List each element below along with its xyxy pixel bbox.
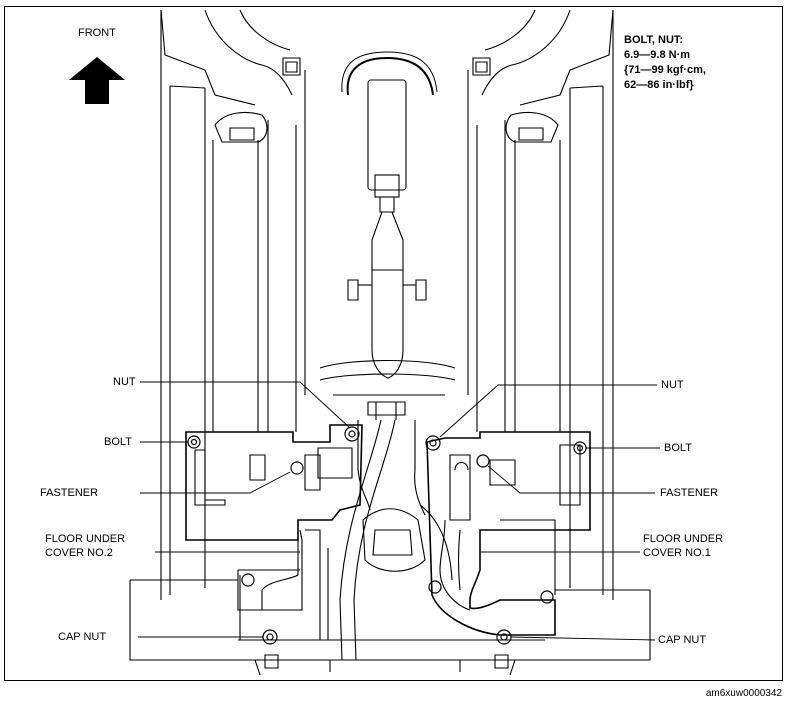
cap-nut-left-label: CAP NUT (58, 631, 107, 643)
floor-under-cover-no1-label-line2: COVER NO.1 (643, 547, 711, 559)
floor-tunnel (333, 394, 453, 581)
bolt-left-label: BOLT (104, 436, 132, 448)
bolt-right-label: BOLT (664, 442, 692, 454)
nut-left-icon (344, 426, 360, 442)
torque-spec-kgf: {71—99 kgf·cm, (624, 64, 706, 76)
torque-spec-title: BOLT, NUT: (624, 34, 684, 46)
lower-bolt-right-icon (540, 590, 554, 604)
exhaust-system (319, 51, 456, 661)
lower-bolt-center-icon (428, 580, 442, 594)
fastener-left-icon (290, 461, 304, 475)
leader-lines (138, 381, 660, 641)
fastener-right-icon (476, 454, 490, 468)
nut-right-icon (425, 435, 441, 451)
diagram-frame (4, 6, 783, 681)
floor-under-cover-no1-label-line1: FLOOR UNDER (643, 533, 724, 545)
torque-spec-inlbf: 62—86 in·lbf} (624, 79, 694, 91)
nut-right-label: NUT (661, 379, 684, 391)
cap-nut-left-icon (262, 629, 278, 645)
front-arrow-icon (69, 57, 125, 104)
lower-bolt-left-icon (241, 573, 255, 587)
torque-spec-nm: 6.9—9.8 N·m (624, 49, 691, 61)
rear-crossmember (129, 579, 651, 676)
left-upper-mount (214, 57, 301, 143)
floor-under-cover-no1 (426, 431, 591, 636)
floor-under-cover-no2-label-line1: FLOOR UNDER (45, 533, 126, 545)
left-side-rail (160, 9, 306, 600)
right-side-rail (467, 9, 614, 600)
floor-under-cover-no2 (185, 424, 363, 641)
floor-under-cover-no2-label-line2: COVER NO.2 (45, 547, 113, 559)
cap-nut-right-label: CAP NUT (658, 634, 707, 646)
bolt-left-icon (187, 435, 201, 449)
fastener-left-label: FASTENER (40, 487, 99, 499)
fastener-right-label: FASTENER (660, 487, 719, 499)
right-upper-mount (472, 57, 559, 143)
figure-id: am6xuw0000342 (705, 688, 782, 699)
fastener-points (187, 426, 587, 645)
front-label: FRONT (78, 27, 116, 39)
cap-nut-right-icon (496, 629, 512, 645)
torque-spec: BOLT, NUT: 6.9—9.8 N·m {71—99 kgf·cm, 62… (624, 33, 706, 93)
nut-left-label: NUT (113, 376, 136, 388)
